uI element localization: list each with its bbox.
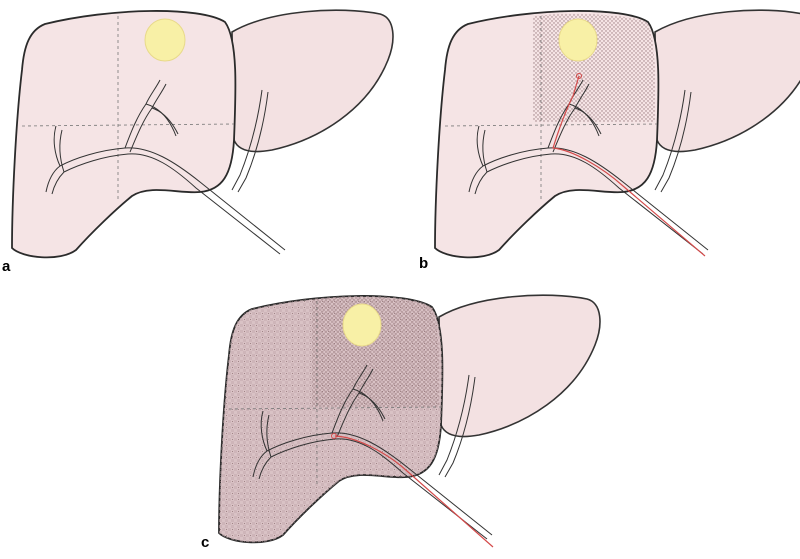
tumor (144, 18, 186, 62)
catheter-tip (331, 433, 337, 439)
panel-b: b (419, 9, 800, 272)
panel-c: c (201, 294, 601, 551)
panel-a: a (2, 9, 394, 275)
catheter (334, 435, 494, 548)
panel-c-label: c (201, 534, 209, 551)
portal-vessel (45, 79, 286, 255)
panel-b-label: b (419, 255, 428, 272)
catheter-tip (576, 73, 582, 79)
tumor (342, 303, 382, 347)
catheter (552, 75, 706, 257)
portal-vessel (468, 79, 709, 255)
portal-vessel (252, 364, 493, 540)
panel-a-label: a (2, 258, 11, 275)
tumor (558, 18, 598, 62)
